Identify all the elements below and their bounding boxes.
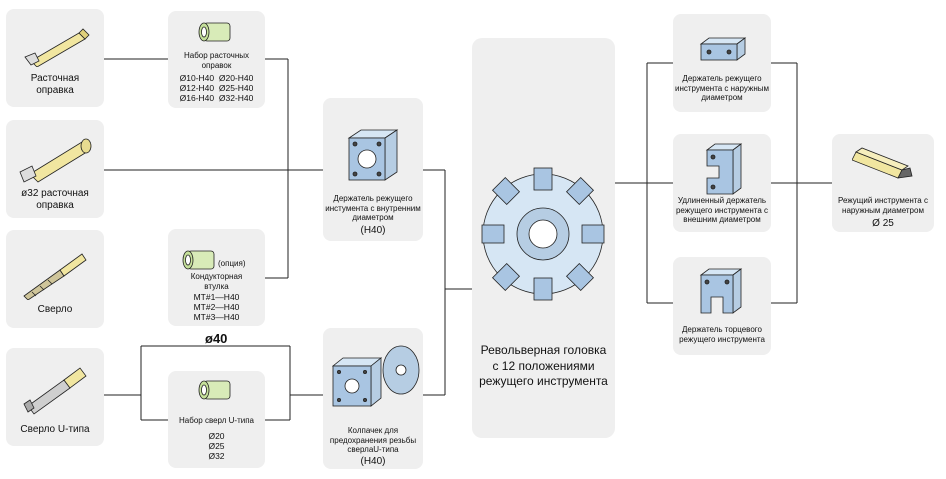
u-drill-card: Сверло U-типа: [6, 348, 104, 446]
drill-icon: [23, 253, 87, 300]
u-drill-label: Сверло U-типа: [20, 424, 90, 435]
turret-icon: [481, 167, 605, 301]
boring-set-sizes: Ø10-H40 Ø20-H40 Ø12-H40 Ø25-H40 Ø16-H40 …: [179, 73, 254, 104]
u-drill-set-title: Набор сверл U-типа: [179, 416, 254, 425]
boring-set-title: Набор расточных оправок: [183, 51, 249, 70]
extended-od-holder-card: Удлиненный держатель режущего инструмент…: [673, 134, 771, 232]
drill-bushing-sizes: MT#1—H40 MT#2—H40 MT#3—H40: [193, 292, 240, 323]
boring-sleeve-icon: [198, 22, 231, 42]
boring-bar-32-label: ø32 расточная оправка: [21, 188, 89, 211]
boring-bar-32-icon: [19, 138, 92, 183]
internal-holder-card: Держатель режущего инстумента с внутренн…: [323, 98, 423, 241]
od-tool-card: Режущий инструмента с наружным диаметром…: [832, 134, 934, 232]
drill-bushing-title: Кондукторная втулка: [190, 272, 243, 291]
boring-bar-32-card: ø32 расточная оправка: [6, 120, 104, 218]
u-drill-icon: [23, 367, 87, 415]
od-holder-icon: [699, 37, 747, 61]
internal-holder-label: Держатель режущего инстумента с внутренн…: [325, 194, 421, 223]
drill-card: Сверло: [6, 230, 104, 328]
drill-label: Сверло: [37, 304, 73, 315]
od-holder-card: Держатель режущего инструмента с наружны…: [673, 14, 771, 112]
thread-cap-icon: [331, 345, 420, 407]
diameter-label: ø40: [205, 331, 228, 346]
boring-bar-card: Расточная оправка: [6, 9, 104, 107]
cap-code: (H40): [360, 456, 386, 467]
boring-bar-icon: [24, 28, 90, 67]
drill-bushing-card: (опция) Кондукторная втулка MT#1—H40 MT#…: [168, 229, 265, 326]
u-drill-set-sizes: Ø20 Ø25 Ø32: [208, 431, 225, 462]
face-holder-card: Держатель торцевого режущего инструмента: [673, 257, 771, 355]
internal-holder-code: (H40): [360, 225, 386, 236]
boring-set-card: Набор расточных оправок Ø10-H40 Ø20-H40 …: [168, 11, 265, 108]
turret-card: Револьверная головка с 12 положениями ре…: [472, 38, 615, 438]
extended-od-holder-icon: [705, 143, 743, 195]
internal-holder-icon: [347, 129, 399, 181]
extended-od-holder-label: Удлиненный держатель режущего инструмент…: [675, 196, 769, 225]
turret-label: Револьверная головка с 12 положениями ре…: [479, 343, 608, 389]
u-drill-sleeve-icon: [198, 380, 231, 400]
face-holder-icon: [699, 268, 743, 314]
cap-label: Колпачек для предохранения резьбы сверла…: [329, 426, 417, 455]
drill-bushing-icon: [182, 250, 215, 270]
boring-bar-label: Расточная оправка: [30, 73, 80, 96]
option-label: (опция): [218, 259, 246, 268]
od-tool-size: Ø 25: [872, 218, 894, 229]
u-drill-set-card: Набор сверл U-типа Ø20 Ø25 Ø32: [168, 371, 265, 468]
od-tool-label: Режущий инструмента с наружным диаметром: [838, 196, 928, 215]
face-holder-label: Держатель торцевого режущего инструмента: [679, 325, 765, 344]
od-holder-label: Держатель режущего инструмента с наружны…: [675, 74, 769, 103]
cap-card: Колпачек для предохранения резьбы сверла…: [323, 328, 423, 469]
od-tool-icon: [852, 147, 913, 179]
